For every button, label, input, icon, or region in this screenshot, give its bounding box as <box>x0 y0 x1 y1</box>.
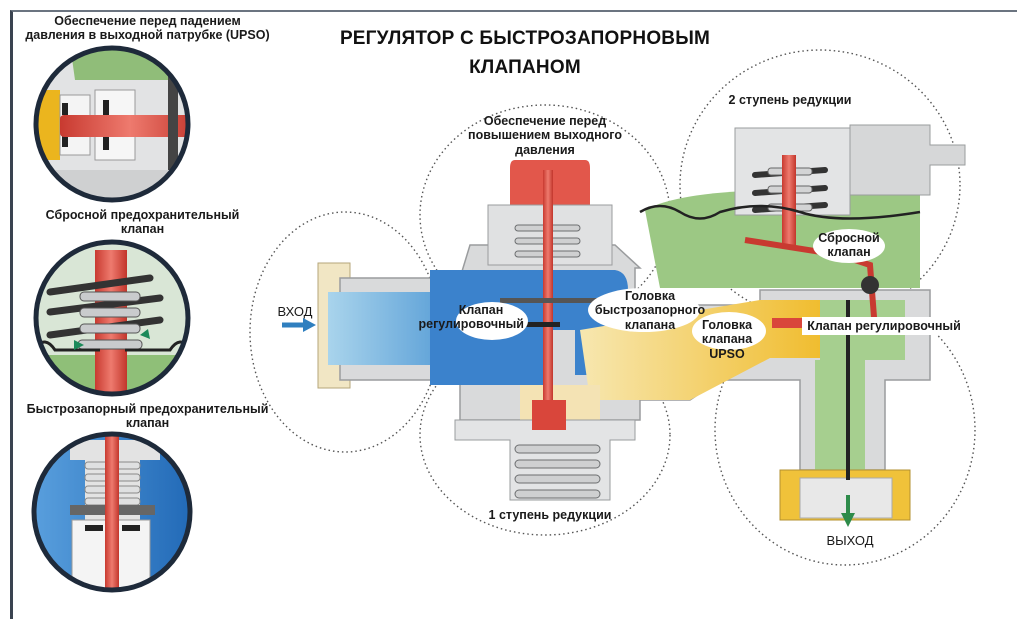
bubble-relief-valve <box>813 229 885 263</box>
inset-shutoff <box>34 434 190 590</box>
callout-shutoff-head-line-3: клапана <box>624 317 676 332</box>
callout-reg-valve-1-line-1: Клапан <box>458 303 504 317</box>
callout-outlet: ВЫХОД <box>826 533 874 548</box>
inset-relief-line-1: Сбросной предохранительный <box>45 208 240 222</box>
callout-upso-head-line-1: Головка <box>701 318 753 332</box>
callout-overpressure-line-2: повышением выходного <box>468 128 622 143</box>
stage2-stem <box>782 155 796 245</box>
inset-relief-border <box>33 239 191 397</box>
inset-upso-border <box>33 45 191 203</box>
callout-overpressure-line-1: Обеспечение перед <box>483 114 607 128</box>
callout-shutoff-head-line-1: Головка <box>624 289 676 303</box>
title-line-1: РЕГУЛЯТОР С БЫСТРОЗАПОРНОВЫМ <box>339 28 711 49</box>
inset-shutoff-border <box>31 431 193 593</box>
springs <box>514 224 601 499</box>
callout-overpressure-line-3: давления <box>515 142 575 157</box>
inset-upso <box>36 48 188 200</box>
inset-label-shutoff: Быстрозапорный предохранительный клапан <box>5 402 290 431</box>
diagram-title: РЕГУЛЯТОР С БЫСТРОЗАПОРНОВЫМ КЛАПАНОМ <box>300 24 750 83</box>
bubble-reg-valve-1 <box>456 302 528 340</box>
bubble-reg-valve-2 <box>802 317 967 335</box>
callout-stage1: 1 ступень редукции <box>488 508 612 522</box>
inset-shutoff-line-1: Быстрозапорный предохранительный <box>26 402 269 416</box>
bubble-shutoff-head <box>588 288 700 332</box>
callout-overpressure: Обеспечение перед повышением выходного д… <box>455 114 635 157</box>
callout-relief-valve: Сбросной клапан <box>812 231 886 260</box>
callout-stage2: 2 ступень редукции <box>728 93 852 107</box>
callout-shutoff-head-line-2: быстрозапорного <box>594 303 706 318</box>
inlet-arrow-icon <box>282 318 316 332</box>
inset-label-upso: Обеспечение перед падением давления в вы… <box>10 14 285 43</box>
inset-label-relief: Сбросной предохранительный клапан <box>10 208 275 237</box>
upso-head <box>772 318 802 328</box>
callout-relief-valve-line-2: клапан <box>827 245 871 260</box>
bubble-upso-head <box>692 312 766 350</box>
diagram-frame <box>10 10 1017 619</box>
inset-shutoff-line-2: клапан <box>125 416 170 431</box>
callout-reg-valve-1-line-2: регулировочный <box>418 317 525 332</box>
callout-inlet: ВХОД <box>277 304 313 319</box>
callout-reg-valve-1: Клапан регулировочный <box>398 303 525 332</box>
callout-reg-valve-2: Клапан регулировочный <box>807 319 961 333</box>
outlet-arrow-icon <box>841 495 855 527</box>
vent-fitting <box>849 124 966 196</box>
title-line-2: КЛАПАНОМ <box>469 57 581 79</box>
callout-upso-head: Головка клапана UPSO <box>686 318 768 361</box>
inset-upso-line-1: Обеспечение перед падением <box>54 14 241 28</box>
outlet-chamber <box>815 300 905 495</box>
inlet-gas <box>328 292 440 365</box>
callout-relief-valve-line-1: Сбросной <box>818 231 880 245</box>
inset-upso-line-2: давления в выходной патрубке (UPSO) <box>25 28 270 43</box>
lever-ball <box>861 276 879 294</box>
callout-upso-head-line-2: клапана UPSO <box>701 332 753 361</box>
zoom-circle-stage2 <box>679 49 961 321</box>
callout-shutoff-head: Головка быстрозапорного клапана <box>590 289 710 332</box>
zoom-circle-outlet <box>714 294 976 566</box>
inset-relief-line-2: клапан <box>120 222 165 237</box>
